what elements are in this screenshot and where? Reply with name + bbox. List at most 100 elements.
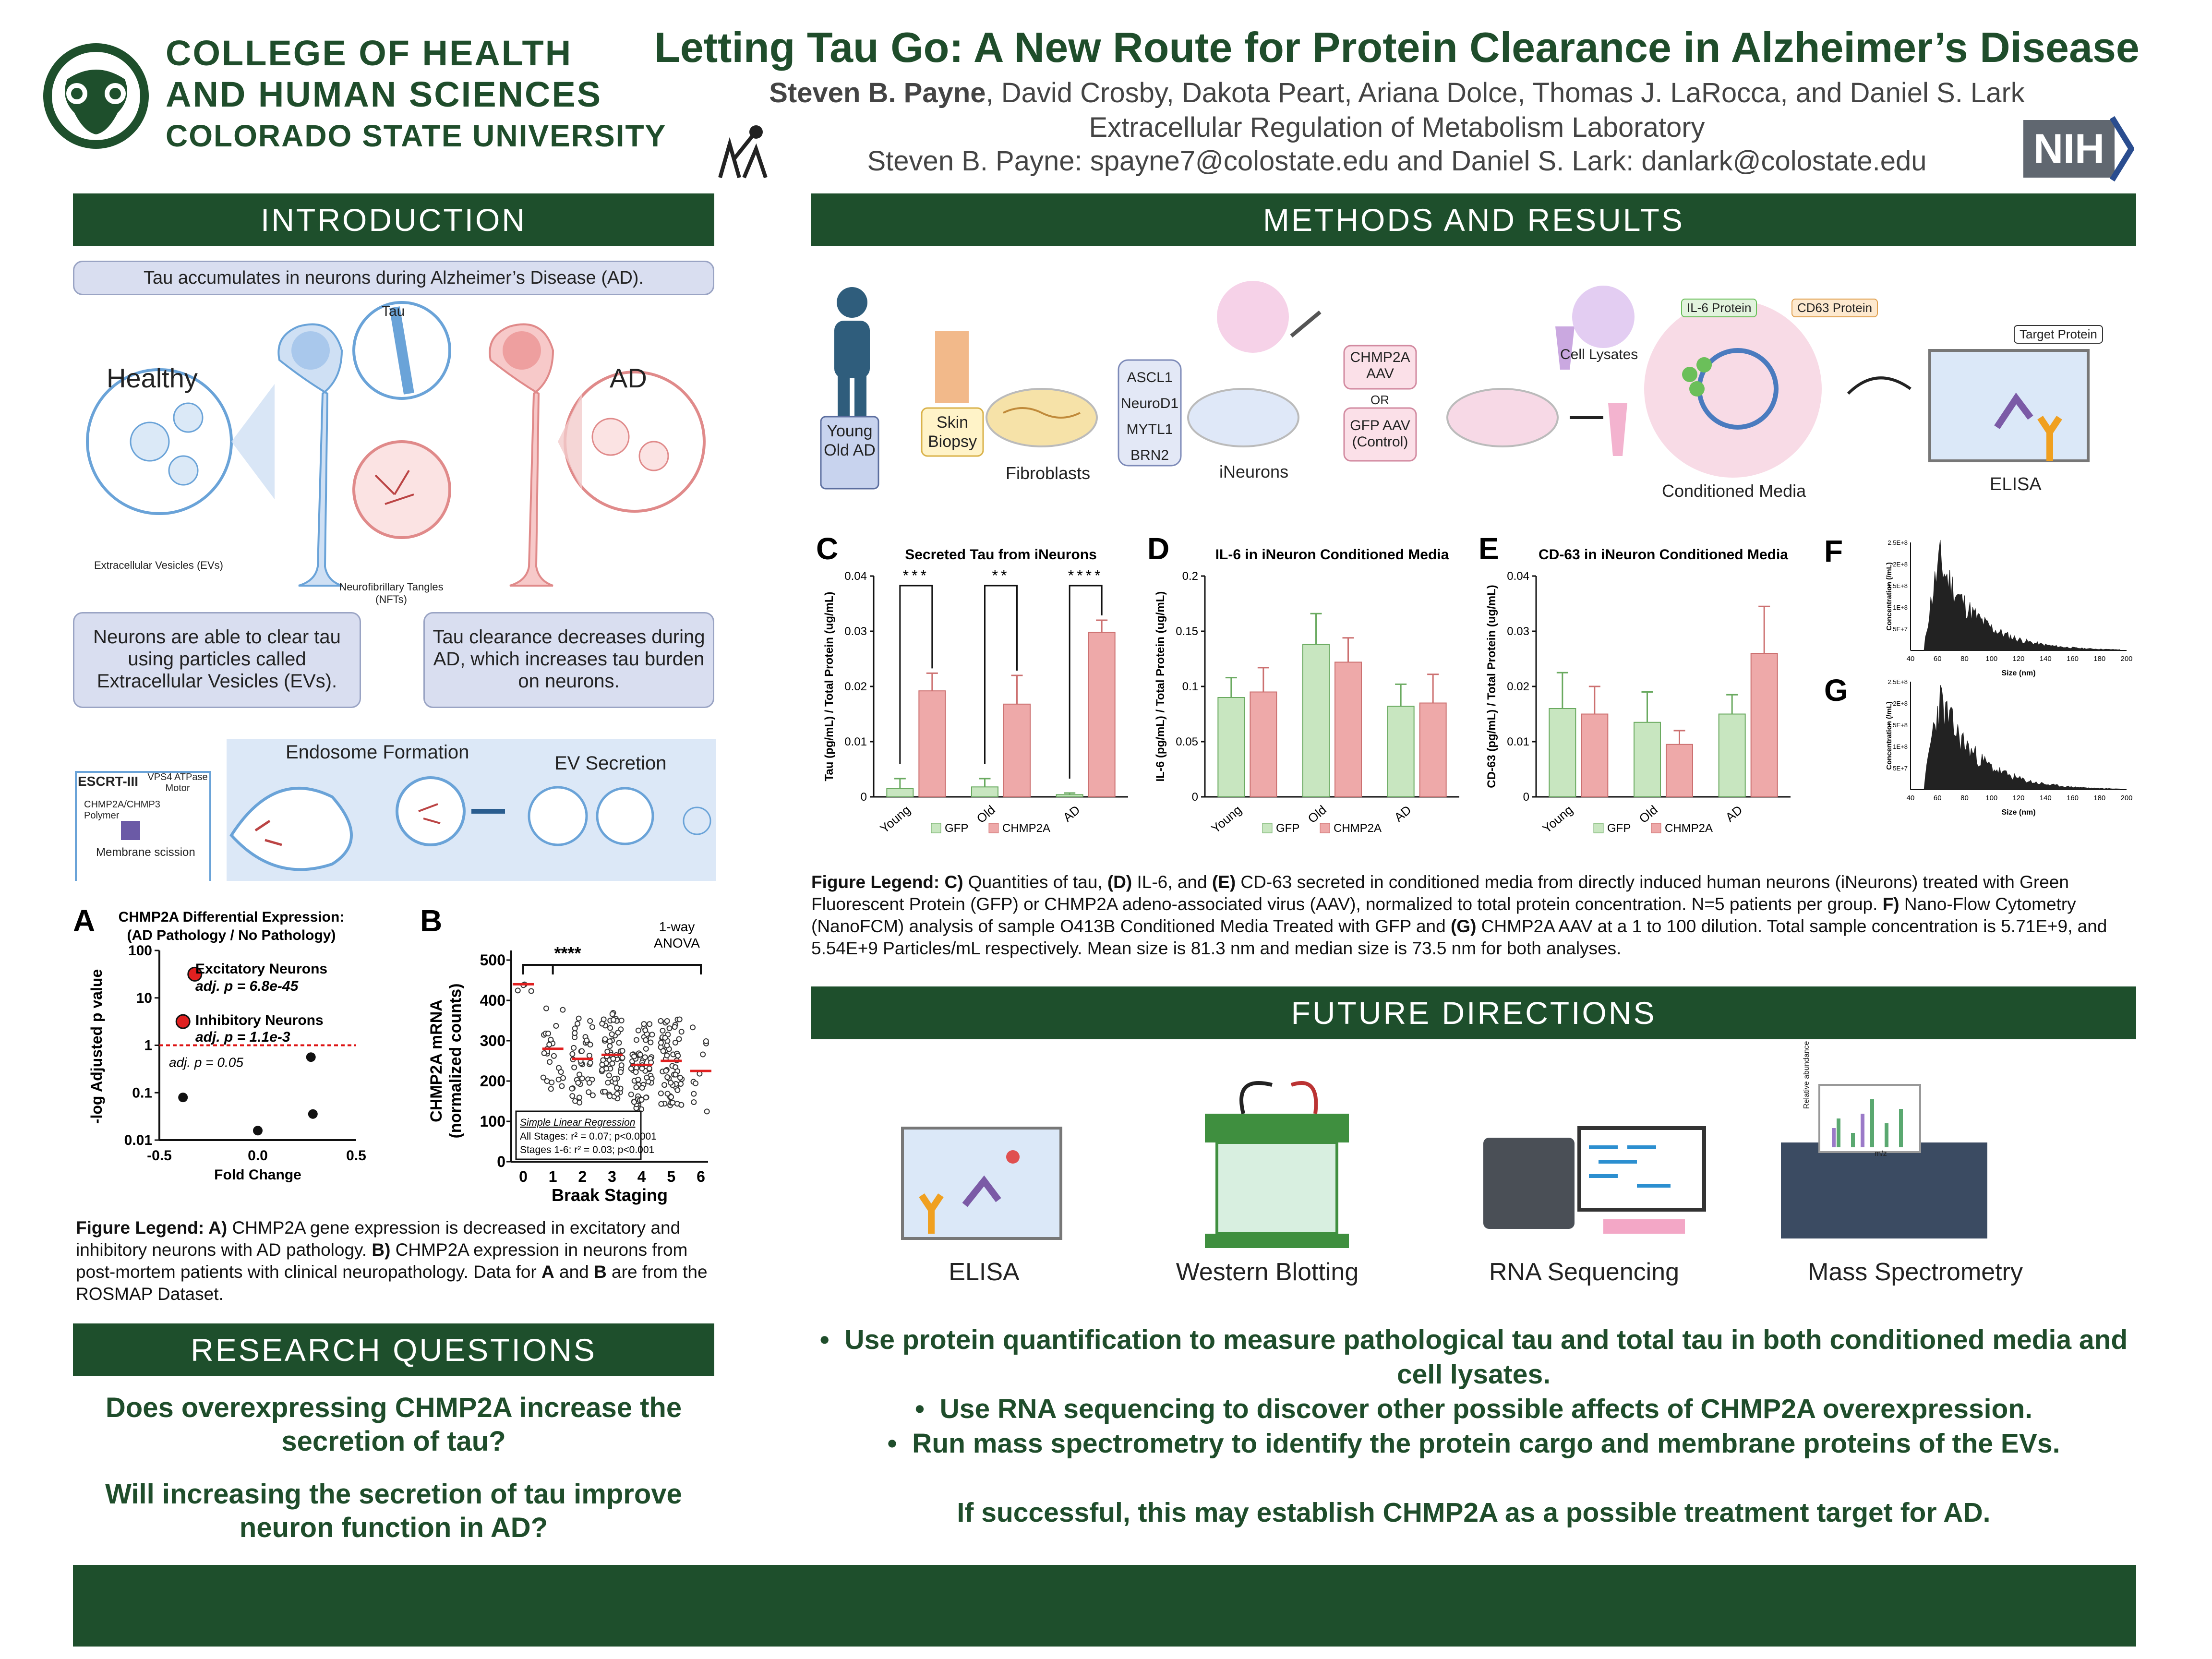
chart-b-point — [662, 1034, 668, 1041]
chart-b-point — [607, 1025, 613, 1031]
legend-ab: Figure Legend: A) CHMP2A gene expression… — [76, 1217, 714, 1305]
chart-a-exc-p: adj. p = 6.8e-45 — [195, 978, 299, 994]
chart-b-point — [547, 1059, 553, 1065]
chart-b-point — [673, 1071, 679, 1078]
chart-ytick-label: 0.15 — [1176, 625, 1198, 638]
future-closing: If successful, this may establish CHMP2A… — [957, 1497, 1991, 1528]
contact-line: Steven B. Payne: spayne7@colostate.edu a… — [867, 145, 1927, 177]
chart-b-point — [615, 1030, 621, 1036]
chart-b-point — [528, 988, 534, 994]
chart-b-point — [700, 1051, 706, 1058]
label-aav2: GFP AAV (Control) — [1350, 418, 1410, 450]
chart-a-xtick-label: -0.5 — [147, 1148, 172, 1164]
chart-sig-bracket — [1069, 585, 1103, 779]
chart-bar — [1334, 661, 1362, 797]
chart-b-point — [544, 1078, 550, 1084]
chart-a-point — [253, 1126, 263, 1136]
chart-b-point — [605, 1080, 611, 1086]
chart-b-point — [660, 1048, 666, 1054]
chart-b-ytick-label: 200 — [480, 1072, 505, 1090]
chart-b-letter: B — [420, 903, 442, 938]
chart-legend-swatch — [988, 823, 999, 833]
chart-bar — [1549, 708, 1576, 797]
chart-bar — [1387, 706, 1415, 797]
chart-b-point — [574, 1021, 580, 1027]
chart-b-point — [614, 1091, 620, 1097]
chart-b-point — [674, 1087, 681, 1093]
label-escrt: ESCRT-III — [78, 774, 139, 789]
chart-b-point — [610, 1056, 616, 1062]
legend-ab-b4: B — [594, 1262, 607, 1282]
chart-b-point — [642, 1054, 648, 1060]
chart-b-reg-all: All Stages: r² = 0.07; p<0.0001 — [520, 1131, 657, 1142]
chart-ylabel-G: Concentration (/mL) — [1885, 701, 1893, 770]
chart-b-point — [647, 1021, 653, 1027]
legend-cg-t4: Nano-Flow Cytometry (NanoFCM) analysis o… — [811, 894, 2076, 936]
label-healthy: Healthy — [107, 363, 198, 393]
chart-b-point — [607, 1043, 613, 1049]
chart-b-point — [619, 1055, 625, 1061]
neuron-illustration — [73, 298, 716, 605]
coauthors: , David Crosby, Dakota Peart, Ariana Dol… — [986, 77, 2025, 108]
chart-a-ytick-label: 0.1 — [132, 1085, 152, 1101]
chart-b-point — [543, 1005, 549, 1011]
chart-xtick-label: 140 — [2040, 794, 2052, 802]
chart-b-point — [572, 1025, 578, 1032]
chart-b-point — [575, 1080, 581, 1086]
chart-b-point — [617, 1069, 624, 1075]
chart-xtick-label: 120 — [2012, 794, 2024, 802]
chart-b-xtick-label: 2 — [578, 1168, 587, 1185]
escrt-diagram — [73, 739, 716, 883]
chart-b-point — [649, 1032, 655, 1038]
chart-sig-label: **** — [1068, 567, 1104, 584]
label-vps4: VPS4 ATPase Motor — [147, 772, 208, 793]
label-target-protein: Target Protein — [2014, 325, 2103, 344]
chart-xtick-label: 40 — [1907, 794, 1915, 802]
chart-b-point — [637, 1052, 643, 1058]
chart-xtick-label: 60 — [1934, 655, 1942, 663]
legend-cg-t3: CD-63 secreted in conditioned media from… — [811, 872, 2069, 914]
chart-ytick-label: 0.2 — [1182, 570, 1198, 583]
chart-ytick-label: 0.05 — [1176, 735, 1198, 748]
chart-b-point — [677, 1074, 683, 1081]
chart-legend-swatch — [1262, 823, 1273, 833]
chart-letter-C: C — [816, 531, 838, 566]
chart-legend-swatch — [1593, 823, 1604, 833]
chart-b-point — [672, 1039, 678, 1046]
future-bullet-1: • Use protein quantification to measure … — [819, 1324, 2128, 1390]
chart-b-xtick-label: 4 — [637, 1168, 646, 1185]
chart-xtick-label: Young — [1539, 803, 1575, 836]
chart-b-point — [548, 1036, 554, 1043]
chart-ylabel-C: Tau (pg/mL) / Total Protein (ug/mL) — [823, 591, 836, 781]
label-ad: AD — [610, 363, 647, 393]
chart-ytick-label: 1.5E+8 — [1887, 582, 1908, 589]
chart-b-point — [619, 1048, 625, 1054]
label-groups: Young Old AD — [824, 422, 876, 459]
future-bullet-2-text: Use RNA sequencing to discover other pos… — [939, 1394, 2032, 1424]
chart-xtick-label: 200 — [2120, 794, 2132, 802]
chart-b-point — [589, 1092, 596, 1098]
chart-b-point — [609, 1060, 615, 1067]
chart-bar — [971, 786, 998, 797]
chart-ytick-label: 0.04 — [1507, 570, 1529, 583]
research-heading: RESEARCH QUESTIONS — [73, 1323, 714, 1376]
intro-pill-top: Tau accumulates in neurons during Alzhei… — [73, 261, 714, 295]
future-bullet-3-text: Run mass spectrometry to identify the pr… — [912, 1428, 2060, 1459]
chart-a-ytick-label: 10 — [136, 990, 152, 1006]
chart-b-point — [658, 1018, 664, 1024]
chart-b-point — [560, 1007, 566, 1013]
research-q1: Does overexpressing CHMP2A increase the … — [105, 1392, 682, 1457]
chart-xtick-label: 180 — [2093, 794, 2105, 802]
chart-b-point — [604, 1048, 611, 1055]
chart-legend-label: GFP — [1607, 822, 1631, 835]
nih-text: NIH — [2023, 120, 2115, 178]
chart-ytick-label: 0.1 — [1182, 680, 1198, 693]
chart-b-point — [611, 1017, 617, 1023]
legend-ab-b3: A — [541, 1262, 554, 1282]
chart-bar — [1250, 691, 1277, 797]
chart-a-xtick-label: 0.0 — [248, 1148, 268, 1164]
chart-ytick-label: 0.03 — [1507, 625, 1529, 638]
chart-a-point — [306, 1052, 316, 1062]
